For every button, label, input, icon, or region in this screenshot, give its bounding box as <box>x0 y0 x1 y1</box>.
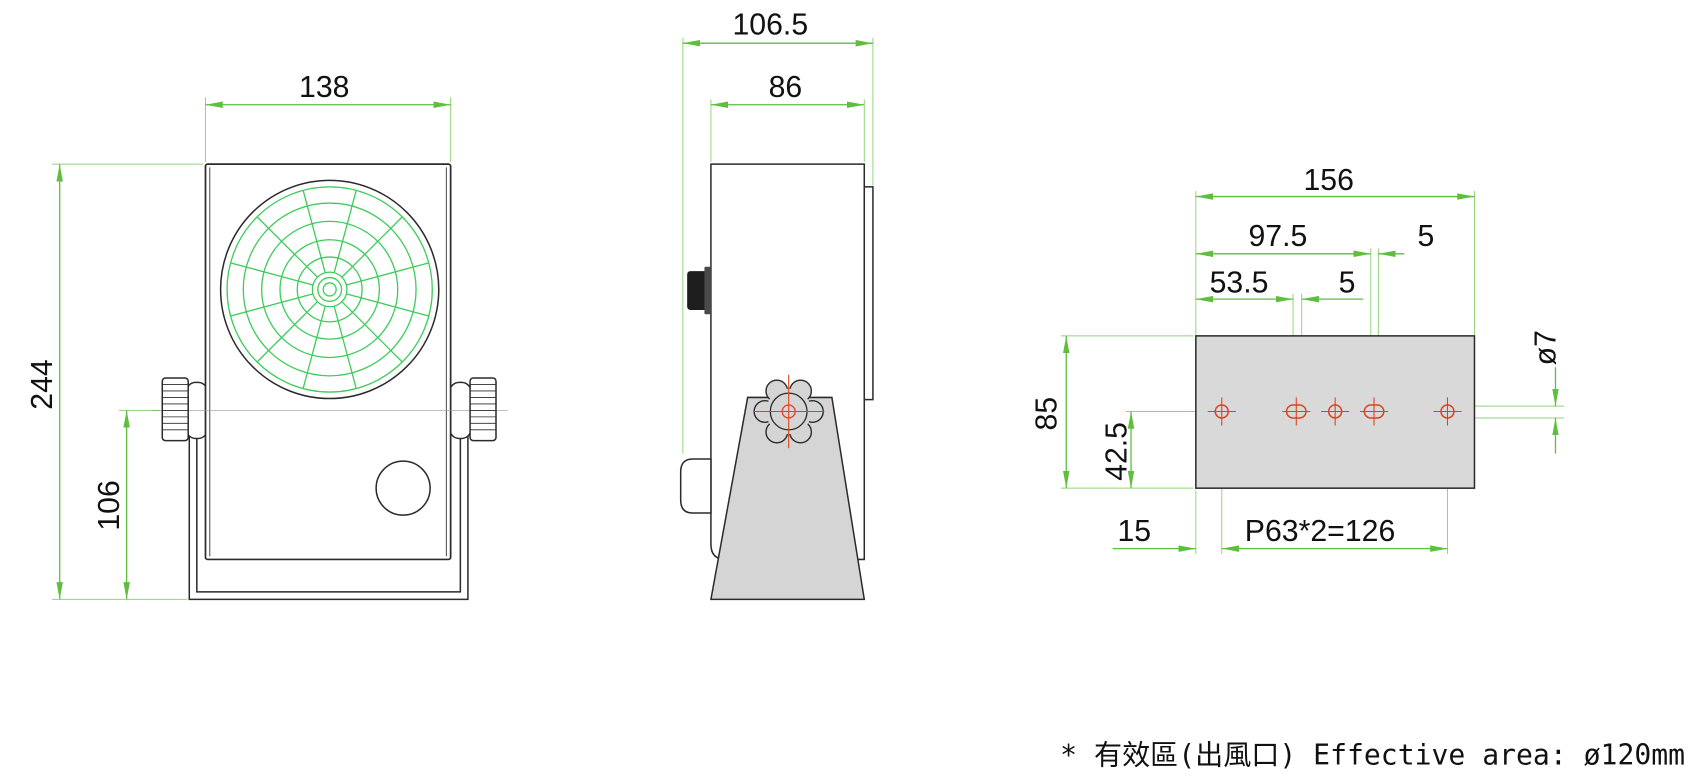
side-button <box>679 458 712 514</box>
effective-area-note: * 有效區(出風口) Effective area: ø120mm <box>1060 739 1685 772</box>
grille-spoke <box>346 293 429 317</box>
grille-ring <box>226 186 433 393</box>
grille-spoke <box>230 293 314 317</box>
grille-hub-center <box>322 282 337 297</box>
back-plate <box>863 186 874 401</box>
dimension-label-overall-depth: 106.5 <box>732 9 808 42</box>
grille-spoke <box>346 262 429 286</box>
grille-spoke <box>256 216 318 278</box>
dimension-label-plate-height: 85 <box>1031 397 1064 431</box>
knurled-knob-right <box>469 377 497 442</box>
grille-spoke <box>256 301 318 363</box>
knurled-knob-left <box>161 377 189 442</box>
bracket-outer-edge <box>188 432 469 601</box>
grille-spokes <box>230 190 429 389</box>
grille-spoke <box>333 305 357 389</box>
grille-spoke <box>230 262 314 286</box>
front-button <box>375 460 431 516</box>
hole-crosshairs <box>1207 397 1462 426</box>
grille-ring <box>242 202 417 377</box>
grille-spoke <box>333 190 357 273</box>
knob-body <box>469 377 497 442</box>
center-mark <box>781 404 796 419</box>
side-view: 106.5 86 <box>679 9 874 601</box>
grille-hub-ring <box>317 276 343 302</box>
dimension-label-height: 244 <box>26 359 59 409</box>
grille-spoke <box>302 190 326 273</box>
dimension-label-hole-diameter: ø7 <box>1529 330 1562 365</box>
knob-body <box>161 377 189 442</box>
dimension-label-hole-center-height: 42.5 <box>1101 422 1134 481</box>
dimension-label-slot1-width: 5 <box>1339 267 1356 300</box>
dimension-label-width: 138 <box>299 71 349 104</box>
grille-ring <box>260 220 399 359</box>
grille-ring <box>296 256 363 323</box>
dimension-label-body-depth: 86 <box>769 71 803 104</box>
grille-spoke <box>302 305 326 389</box>
side-knob <box>687 271 709 310</box>
grille-spoke <box>341 216 403 278</box>
dimension-label-plate-width: 156 <box>1303 164 1353 197</box>
star-knob <box>753 374 825 449</box>
front-view: 138 244 106 <box>26 71 508 601</box>
dimension-label-mount-height: 106 <box>93 480 126 530</box>
fan-grille <box>219 179 440 400</box>
bracket-inner-edge <box>196 436 462 593</box>
side-knob-cap <box>704 266 711 315</box>
dimension-label-hole-pitch: P63*2=126 <box>1245 515 1395 548</box>
dimension-label-edge-offset: 15 <box>1117 515 1151 548</box>
grille-spoke <box>341 301 403 363</box>
dimension-label-slot2-position: 97.5 <box>1248 220 1307 253</box>
dimension-label-slot2-width: 5 <box>1417 220 1434 253</box>
grille-ring <box>279 239 381 340</box>
mount-plate-view: 156 97.5 5 53.5 5 85 42.5 ø7 15 P63*2=12… <box>1031 164 1565 555</box>
dimension-label-slot1-position: 53.5 <box>1210 267 1269 300</box>
